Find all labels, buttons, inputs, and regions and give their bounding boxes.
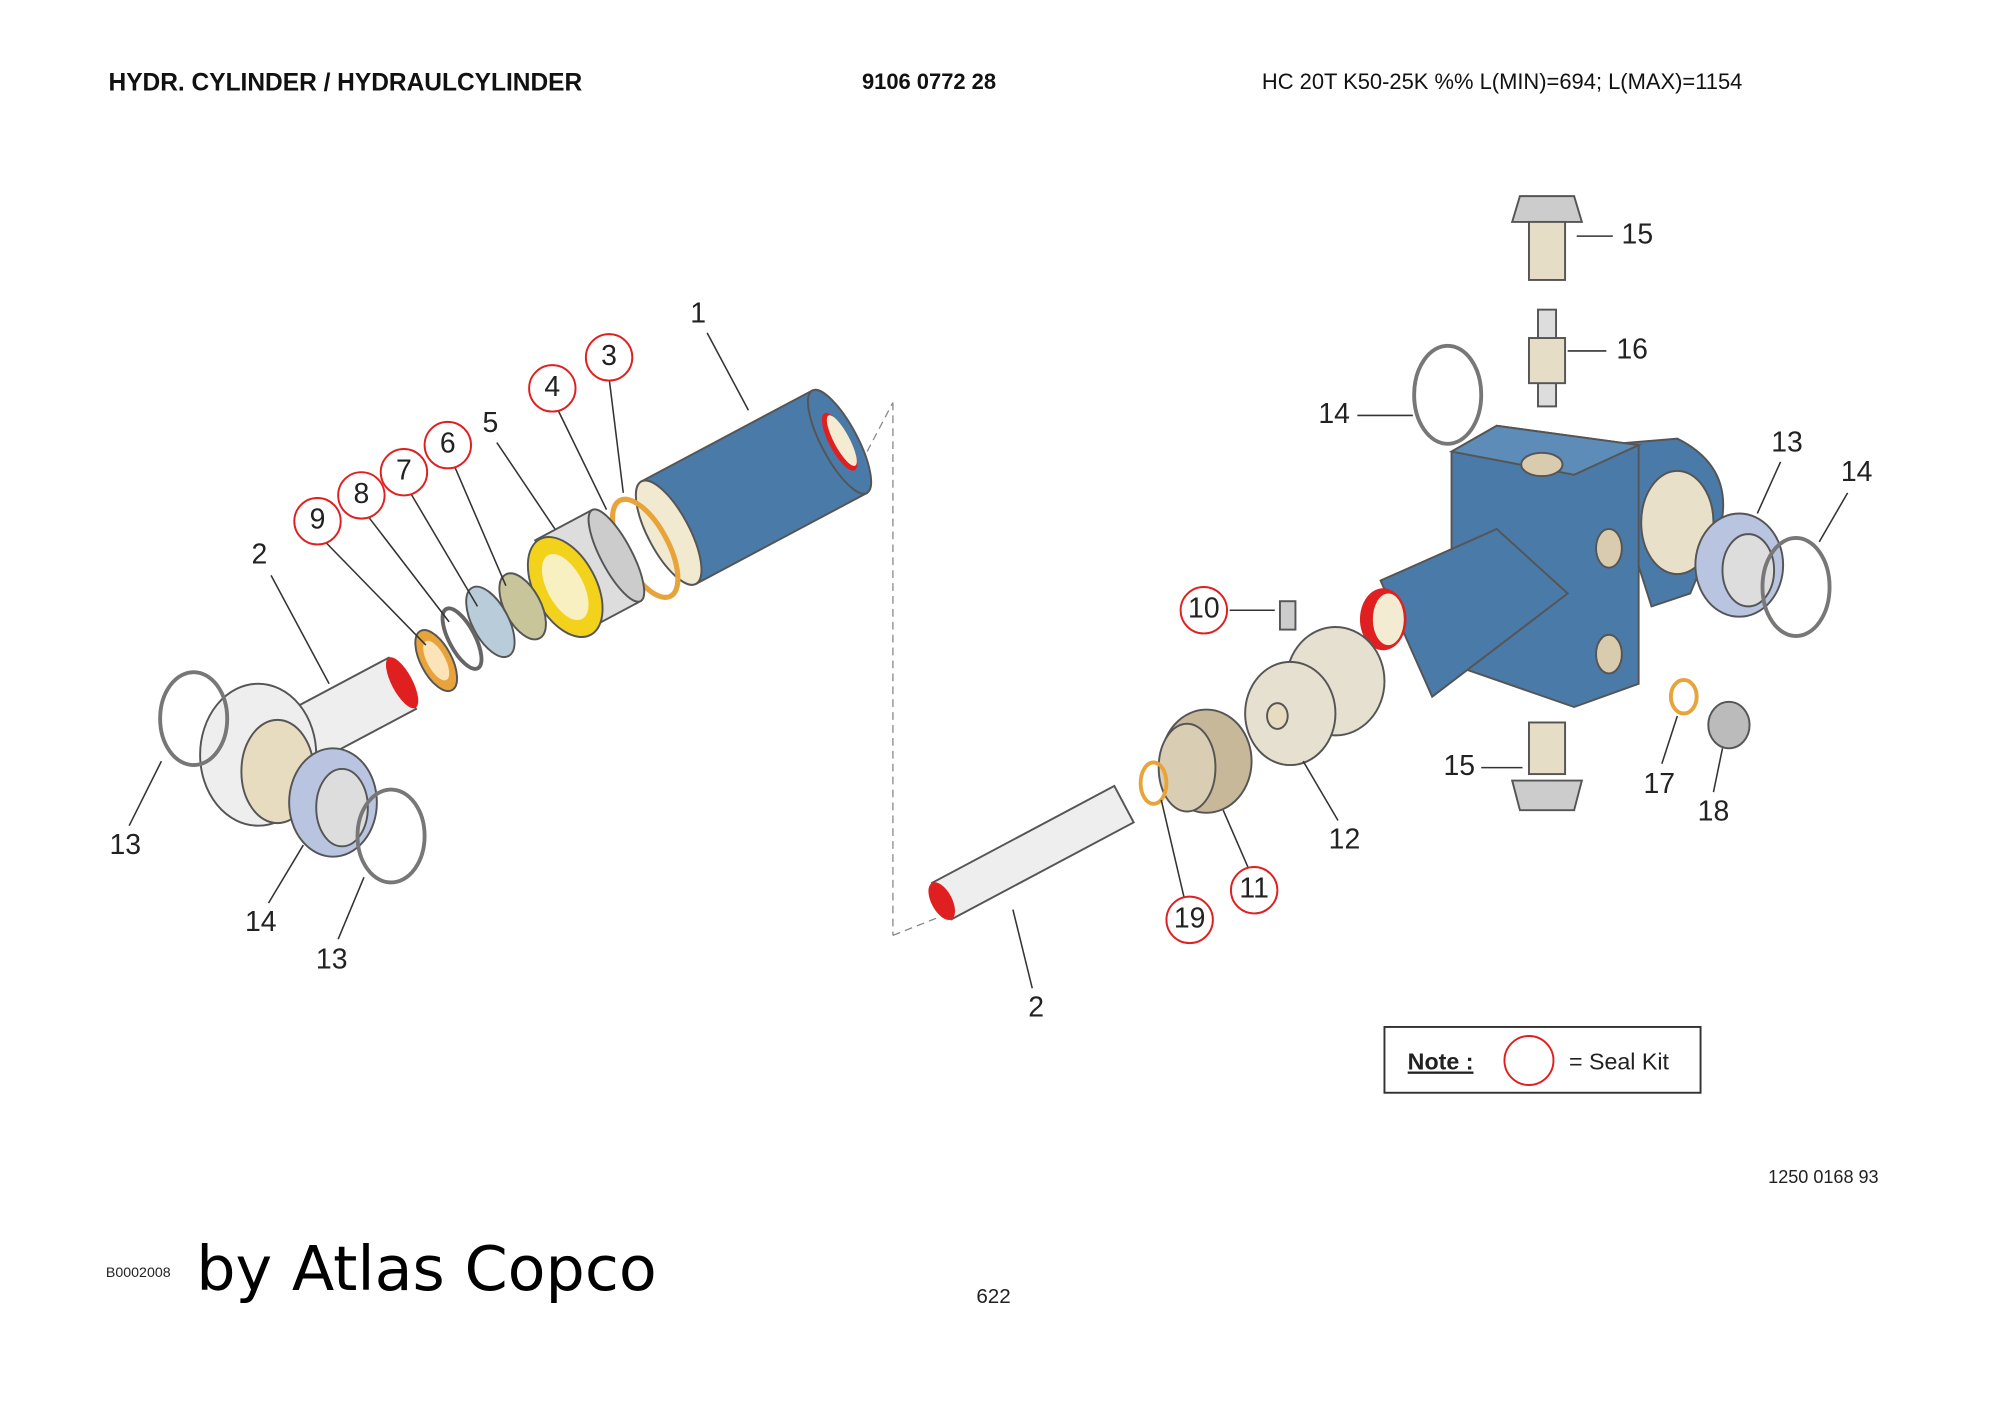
note-label: Note : [1408, 1049, 1474, 1075]
seal-kit-marker [584, 333, 634, 382]
callout-1: 1 [690, 297, 706, 329]
callout-7: 7 [396, 455, 412, 487]
callout-18: 18 [1698, 795, 1730, 827]
footer-code: B0002008 [106, 1265, 171, 1281]
note-text: = Seal Kit [1569, 1049, 1670, 1075]
seal-kit-marker [1229, 866, 1279, 915]
callout-15: 15 [1622, 219, 1654, 251]
header-part-number: 9106 0772 28 [862, 69, 996, 94]
callout-6: 6 [440, 428, 456, 460]
seal-kit-symbol [1503, 1035, 1555, 1086]
callout-3: 3 [601, 340, 617, 372]
callout-14: 14 [1318, 398, 1350, 430]
callout-12: 12 [1329, 824, 1361, 856]
seal-kit-marker [337, 471, 386, 520]
callout-8: 8 [353, 478, 369, 510]
footer-brand: by Atlas Copco [196, 1233, 657, 1305]
callout-17: 17 [1643, 768, 1675, 800]
callout-11: 11 [1239, 873, 1268, 905]
page-number: 622 [976, 1285, 1010, 1308]
header-description: HC 20T K50-25K %% L(MIN)=694; L(MAX)=115… [1262, 69, 1742, 94]
seal-kit-note: Note : = Seal Kit [1383, 1025, 1702, 1094]
seal-kit-marker [1179, 586, 1229, 635]
right-cylinder-assembly [928, 195, 1832, 921]
left-cylinder-assembly [158, 388, 943, 936]
callout-13: 13 [316, 944, 348, 976]
callout-9: 9 [310, 504, 326, 536]
callout-19: 19 [1174, 902, 1206, 934]
callout-15: 15 [1444, 750, 1476, 782]
seal-kit-marker [423, 420, 473, 470]
seal-kit-marker [528, 364, 577, 413]
callouts-left: 1 3 4 5 6 7 8 9 2 13 14 13 [109, 297, 705, 975]
callout-2: 2 [1028, 991, 1044, 1023]
leader-lines [128, 235, 1849, 989]
callout-13: 13 [109, 829, 141, 861]
seal-kit-marker [293, 497, 342, 546]
callout-14: 14 [1841, 456, 1873, 488]
callout-16: 16 [1616, 333, 1648, 365]
callout-4: 4 [544, 371, 560, 403]
callout-13: 13 [1771, 426, 1803, 458]
callouts-right: 15 16 14 13 14 10 12 11 19 2 15 17 18 [1028, 219, 1872, 1024]
header-title: HYDR. CYLINDER / HYDRAULCYLINDER [109, 69, 583, 96]
callout-14: 14 [245, 906, 277, 938]
callout-2: 2 [252, 539, 268, 571]
callout-10: 10 [1188, 593, 1220, 625]
seal-kit-marker [1165, 895, 1214, 945]
seal-kit-marker [379, 448, 429, 497]
cylinder-barrel [634, 388, 873, 586]
drawing-number: 1250 0168 93 [1768, 1167, 1878, 1187]
callout-5: 5 [483, 407, 499, 439]
